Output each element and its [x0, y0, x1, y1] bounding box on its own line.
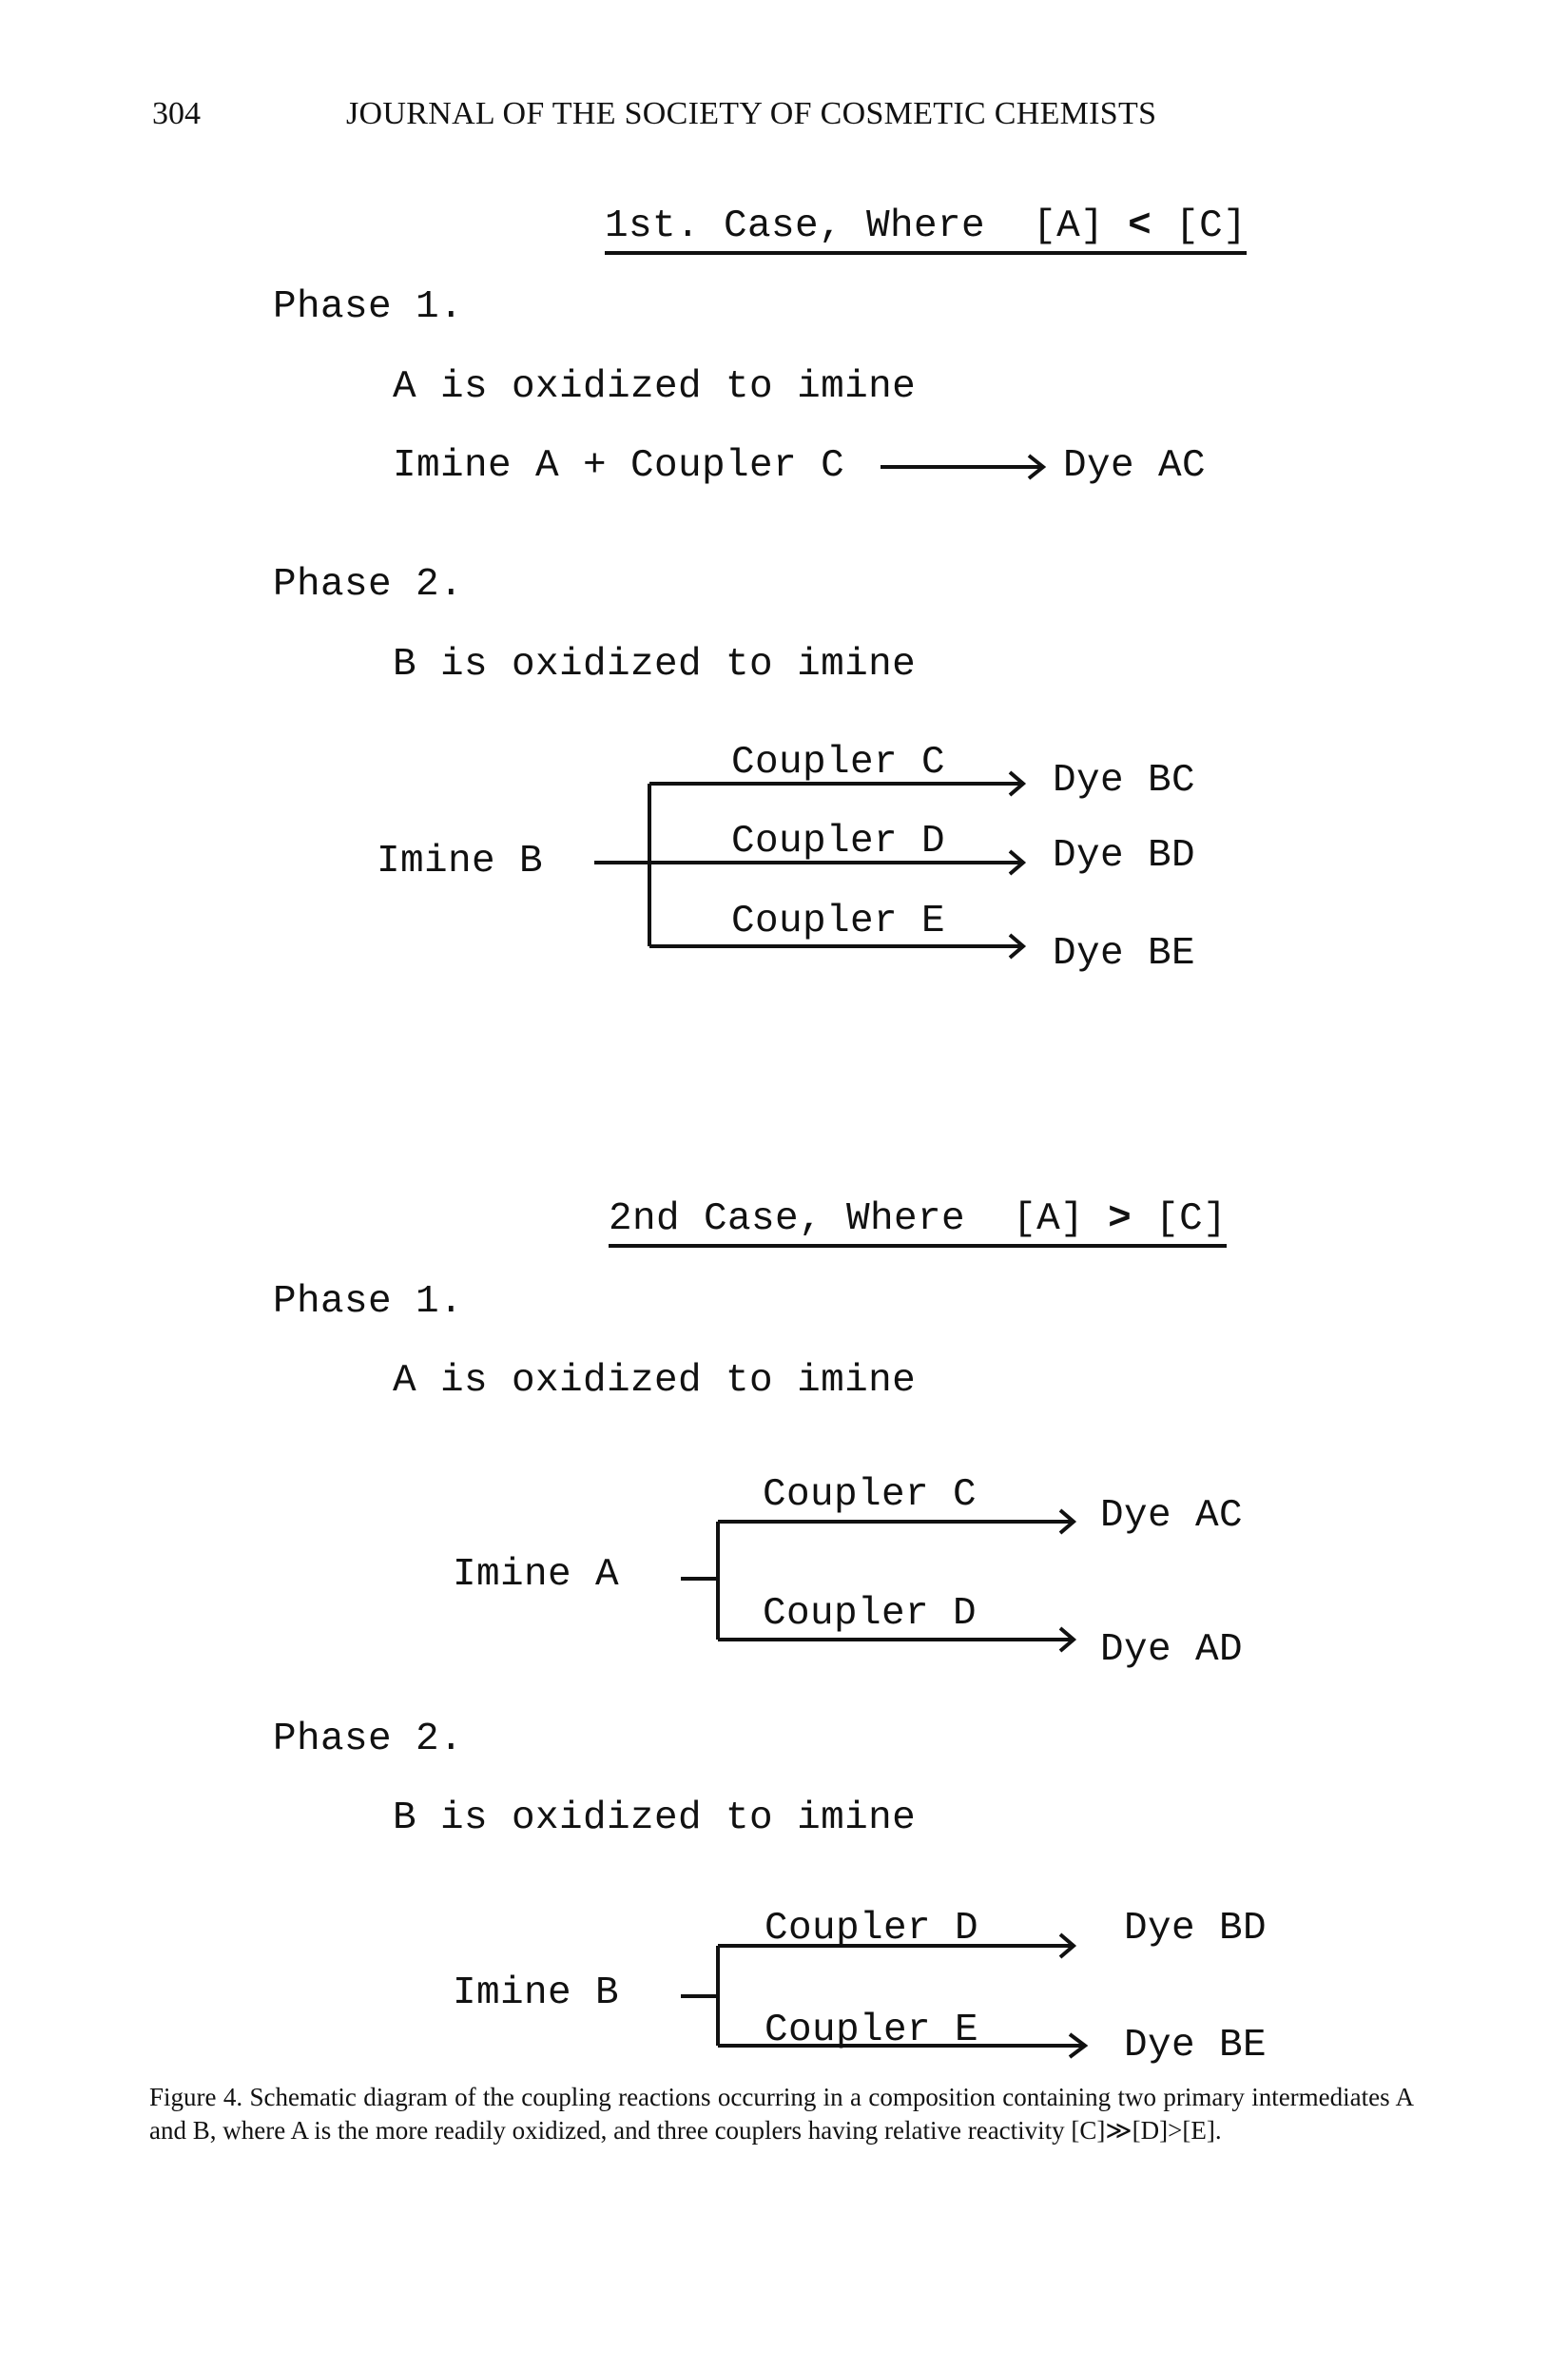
case2-p1-dye-ad: Dye AD: [1100, 1628, 1244, 1672]
figure-caption-text: Schematic diagram of the coupling reacti…: [149, 2083, 1414, 2145]
branch-diagram-case1-phase2: [594, 770, 1027, 960]
case2-title-prefix: 2nd Case, Where [A]: [609, 1197, 1085, 1241]
case1-dye-be: Dye BE: [1053, 932, 1196, 976]
arrow-icon: [881, 454, 1047, 480]
branch-diagram-case2-phase1: [681, 1508, 1077, 1653]
case2-phase2-source: Imine B: [453, 1971, 620, 2015]
figure-caption: Figure 4. Schematic diagram of the coupl…: [149, 2081, 1414, 2147]
case1-coupler-d: Coupler D: [731, 820, 946, 864]
case2-p2-coupler-d: Coupler D: [765, 1907, 979, 1951]
case2-title: 2nd Case, Where [A] > [C]: [609, 1196, 1228, 1248]
case1-phase2-step: B is oxidized to imine: [393, 643, 917, 687]
case1-phase1-reaction: Imine A + Coupler C: [393, 444, 845, 488]
case2-p1-coupler-c: Coupler C: [763, 1473, 978, 1517]
case1-phase2-source: Imine B: [377, 840, 544, 884]
case1-title-prefix: 1st. Case, Where [A]: [605, 204, 1105, 248]
figure-caption-label: Figure 4.: [149, 2083, 243, 2111]
case2-phase2-label: Phase 2.: [273, 1718, 464, 1761]
running-header: JOURNAL OF THE SOCIETY OF COSMETIC CHEMI…: [346, 96, 1157, 131]
case1-title-suffix: [C]: [1175, 204, 1248, 248]
case1-dye-bd: Dye BD: [1053, 834, 1196, 878]
branch-diagram-case2-phase2: [681, 1932, 1089, 2059]
case1-phase1-product: Dye AC: [1063, 444, 1207, 488]
page-number: 304: [152, 96, 201, 131]
case2-p1-coupler-d: Coupler D: [763, 1592, 978, 1636]
case2-p2-dye-bd: Dye BD: [1124, 1907, 1268, 1951]
case2-phase2-step: B is oxidized to imine: [393, 1796, 917, 1840]
case1-dye-bc: Dye BC: [1053, 759, 1196, 803]
case2-phase1-label: Phase 1.: [273, 1280, 464, 1324]
case2-title-suffix: [C]: [1155, 1197, 1228, 1241]
case2-title-operator: >: [1108, 1197, 1132, 1241]
case1-phase1-label: Phase 1.: [273, 285, 464, 329]
case1-title-operator: <: [1128, 204, 1152, 248]
case1-coupler-c: Coupler C: [731, 741, 946, 785]
case2-phase1-step: A is oxidized to imine: [393, 1359, 917, 1403]
case1-coupler-e: Coupler E: [731, 900, 946, 943]
case2-phase1-source: Imine A: [453, 1553, 620, 1597]
case1-title: 1st. Case, Where [A] < [C]: [605, 204, 1248, 255]
case1-phase1-step: A is oxidized to imine: [393, 365, 917, 409]
case2-p1-dye-ac: Dye AC: [1100, 1494, 1244, 1538]
case2-p2-dye-be: Dye BE: [1124, 2024, 1268, 2068]
case1-phase2-label: Phase 2.: [273, 563, 464, 607]
